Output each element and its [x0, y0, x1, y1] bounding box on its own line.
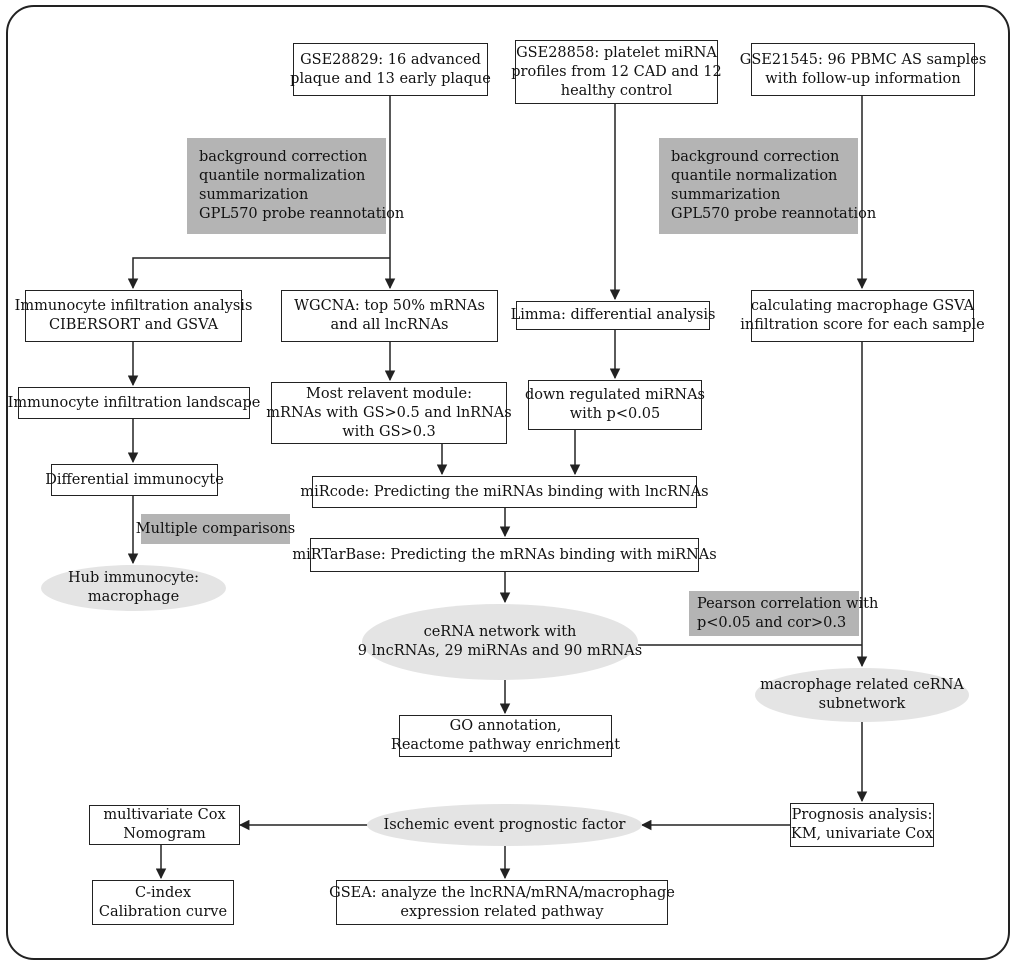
gse28858-line-3: healthy control — [560, 82, 673, 99]
preproc-right-line-3: summarization — [671, 187, 781, 203]
mircode-box: miRcode: Predicting the miRNAs binding w… — [300, 476, 709, 508]
down-mirna-line-1: down regulated miRNAs — [525, 387, 705, 403]
preproc-right-box: background correction quantile normaliza… — [659, 138, 876, 234]
immuno-analysis-box: Immunocyte infiltration analysis CIBERSO… — [15, 290, 252, 342]
immuno-landscape-box: Immunocyte infiltration landscape — [8, 387, 260, 419]
hub-immuno-line-2: macrophage — [87, 589, 180, 605]
immuno-landscape-line-1: Immunocyte infiltration landscape — [7, 394, 261, 411]
preproc-right-line-4: GPL570 probe reannotation — [671, 206, 877, 222]
multiple-comparisons-box: Multiple comparisons — [136, 514, 295, 544]
cerna-network-ellipse: ceRNA network with 9 lncRNAs, 29 miRNAs … — [358, 604, 642, 680]
wgcna-line-1: WGCNA: top 50% mRNAs — [294, 298, 485, 314]
prognosis-line-1: Prognosis analysis: — [791, 807, 933, 823]
module-line-1: Most relavent module: — [306, 385, 472, 402]
prognosis-line-2: KM, univariate Cox — [790, 826, 934, 842]
cox-line-2: Nomogram — [123, 826, 206, 842]
pearson-line-2: p<0.05 and cor>0.3 — [697, 614, 847, 631]
immuno-analysis-line-2: CIBERSORT and GSVA — [48, 317, 219, 333]
subnetwork-line-2: subnetwork — [818, 696, 906, 712]
ischemic-line-1: Ischemic event prognostic factor — [383, 816, 626, 833]
gse28829-box: GSE28829: 16 advanced plaque and 13 earl… — [290, 43, 491, 96]
multiple-comparisons-line-1: Multiple comparisons — [135, 520, 296, 537]
module-line-2: mRNAs with GS>0.5 and lnRNAs — [266, 404, 512, 421]
gsva-score-line-2: infiltration score for each sample — [740, 317, 985, 333]
cox-line-1: multivariate Cox — [103, 807, 226, 823]
gse21545-line-1: GSE21545: 96 PBMC AS samples — [739, 51, 987, 68]
gsea-box: GSEA: analyze the lncRNA/mRNA/macrophage… — [329, 880, 675, 925]
mircode-line-1: miRcode: Predicting the miRNAs binding w… — [300, 483, 709, 500]
outer-frame — [6, 5, 1010, 960]
gsea-line-2: expression related pathway — [400, 903, 604, 920]
wgcna-line-2: and all lncRNAs — [330, 317, 449, 333]
gsva-score-box: calculating macrophage GSVA infiltration… — [740, 290, 985, 342]
diff-immuno-line-1: Differential immunocyte — [45, 471, 224, 488]
preproc-left-line-4: GPL570 probe reannotation — [199, 206, 405, 222]
preproc-left-box: background correction quantile normaliza… — [187, 138, 404, 234]
cox-nomogram-box: multivariate Cox Nomogram — [89, 805, 240, 845]
ischemic-factor-ellipse: Ischemic event prognostic factor — [367, 804, 642, 846]
subnetwork-line-1: macrophage related ceRNA — [760, 677, 964, 693]
gse28858-line-1: GSE28858: platelet miRNA — [516, 44, 717, 61]
down-mirna-box: down regulated miRNAs with p<0.05 — [525, 380, 705, 430]
subnetwork-ellipse: macrophage related ceRNA subnetwork — [755, 668, 969, 722]
immuno-analysis-line-1: Immunocyte infiltration analysis — [14, 298, 253, 314]
diff-immuno-box: Differential immunocyte — [45, 464, 224, 496]
arrow-branch-to-immuno-analysis — [127, 257, 390, 290]
wgcna-box: WGCNA: top 50% mRNAs and all lncRNAs — [281, 290, 498, 342]
mirtarbase-box: miRTarBase: Predicting the mRNAs binding… — [292, 538, 717, 572]
hub-immunocyte-ellipse: Hub immunocyte: macrophage — [41, 565, 226, 611]
module-line-3: with GS>0.3 — [342, 423, 436, 440]
gse28829-line-1: GSE28829: 16 advanced — [300, 51, 481, 68]
pearson-line-1: Pearson correlation with — [697, 595, 879, 612]
gsva-score-line-1: calculating macrophage GSVA — [750, 298, 975, 314]
go-annotation-box: GO annotation, Reactome pathway enrichme… — [391, 715, 620, 757]
hub-immuno-line-1: Hub immunocyte: — [67, 570, 200, 586]
gse21545-box: GSE21545: 96 PBMC AS samples with follow… — [740, 43, 986, 96]
cindex-line-2: Calibration curve — [98, 903, 228, 920]
pearson-box: Pearson correlation with p<0.05 and cor>… — [689, 591, 878, 636]
limma-line-1: Limma: differential analysis — [510, 307, 716, 323]
module-box: Most relavent module: mRNAs with GS>0.5 … — [266, 382, 512, 444]
gse28858-box: GSE28858: platelet miRNA profiles from 1… — [511, 40, 722, 104]
cerna-line-2: 9 lncRNAs, 29 miRNAs and 90 mRNAs — [357, 643, 643, 659]
gsea-line-1: GSEA: analyze the lncRNA/mRNA/macrophage — [329, 884, 675, 901]
cindex-box: C-index Calibration curve — [92, 880, 234, 925]
preproc-right-line-1: background correction — [671, 149, 840, 165]
preproc-left-line-3: summarization — [199, 187, 309, 203]
preproc-left-line-1: background correction — [199, 149, 368, 165]
limma-box: Limma: differential analysis — [511, 301, 715, 330]
down-mirna-line-2: with p<0.05 — [569, 406, 661, 422]
gse28858-line-2: profiles from 12 CAD and 12 — [511, 63, 722, 80]
gse28829-line-2: plaque and 13 early plaque — [290, 70, 491, 87]
go-line-2: Reactome pathway enrichment — [390, 737, 621, 753]
preproc-right-line-2: quantile normalization — [671, 168, 838, 184]
go-line-1: GO annotation, — [449, 718, 562, 734]
cindex-line-1: C-index — [134, 884, 191, 901]
gse21545-line-2: with follow-up information — [765, 70, 961, 87]
prognosis-box: Prognosis analysis: KM, univariate Cox — [790, 803, 934, 847]
mirtarbase-line-1: miRTarBase: Predicting the mRNAs binding… — [292, 546, 717, 563]
cerna-line-1: ceRNA network with — [423, 624, 577, 640]
preproc-left-line-2: quantile normalization — [199, 168, 366, 184]
